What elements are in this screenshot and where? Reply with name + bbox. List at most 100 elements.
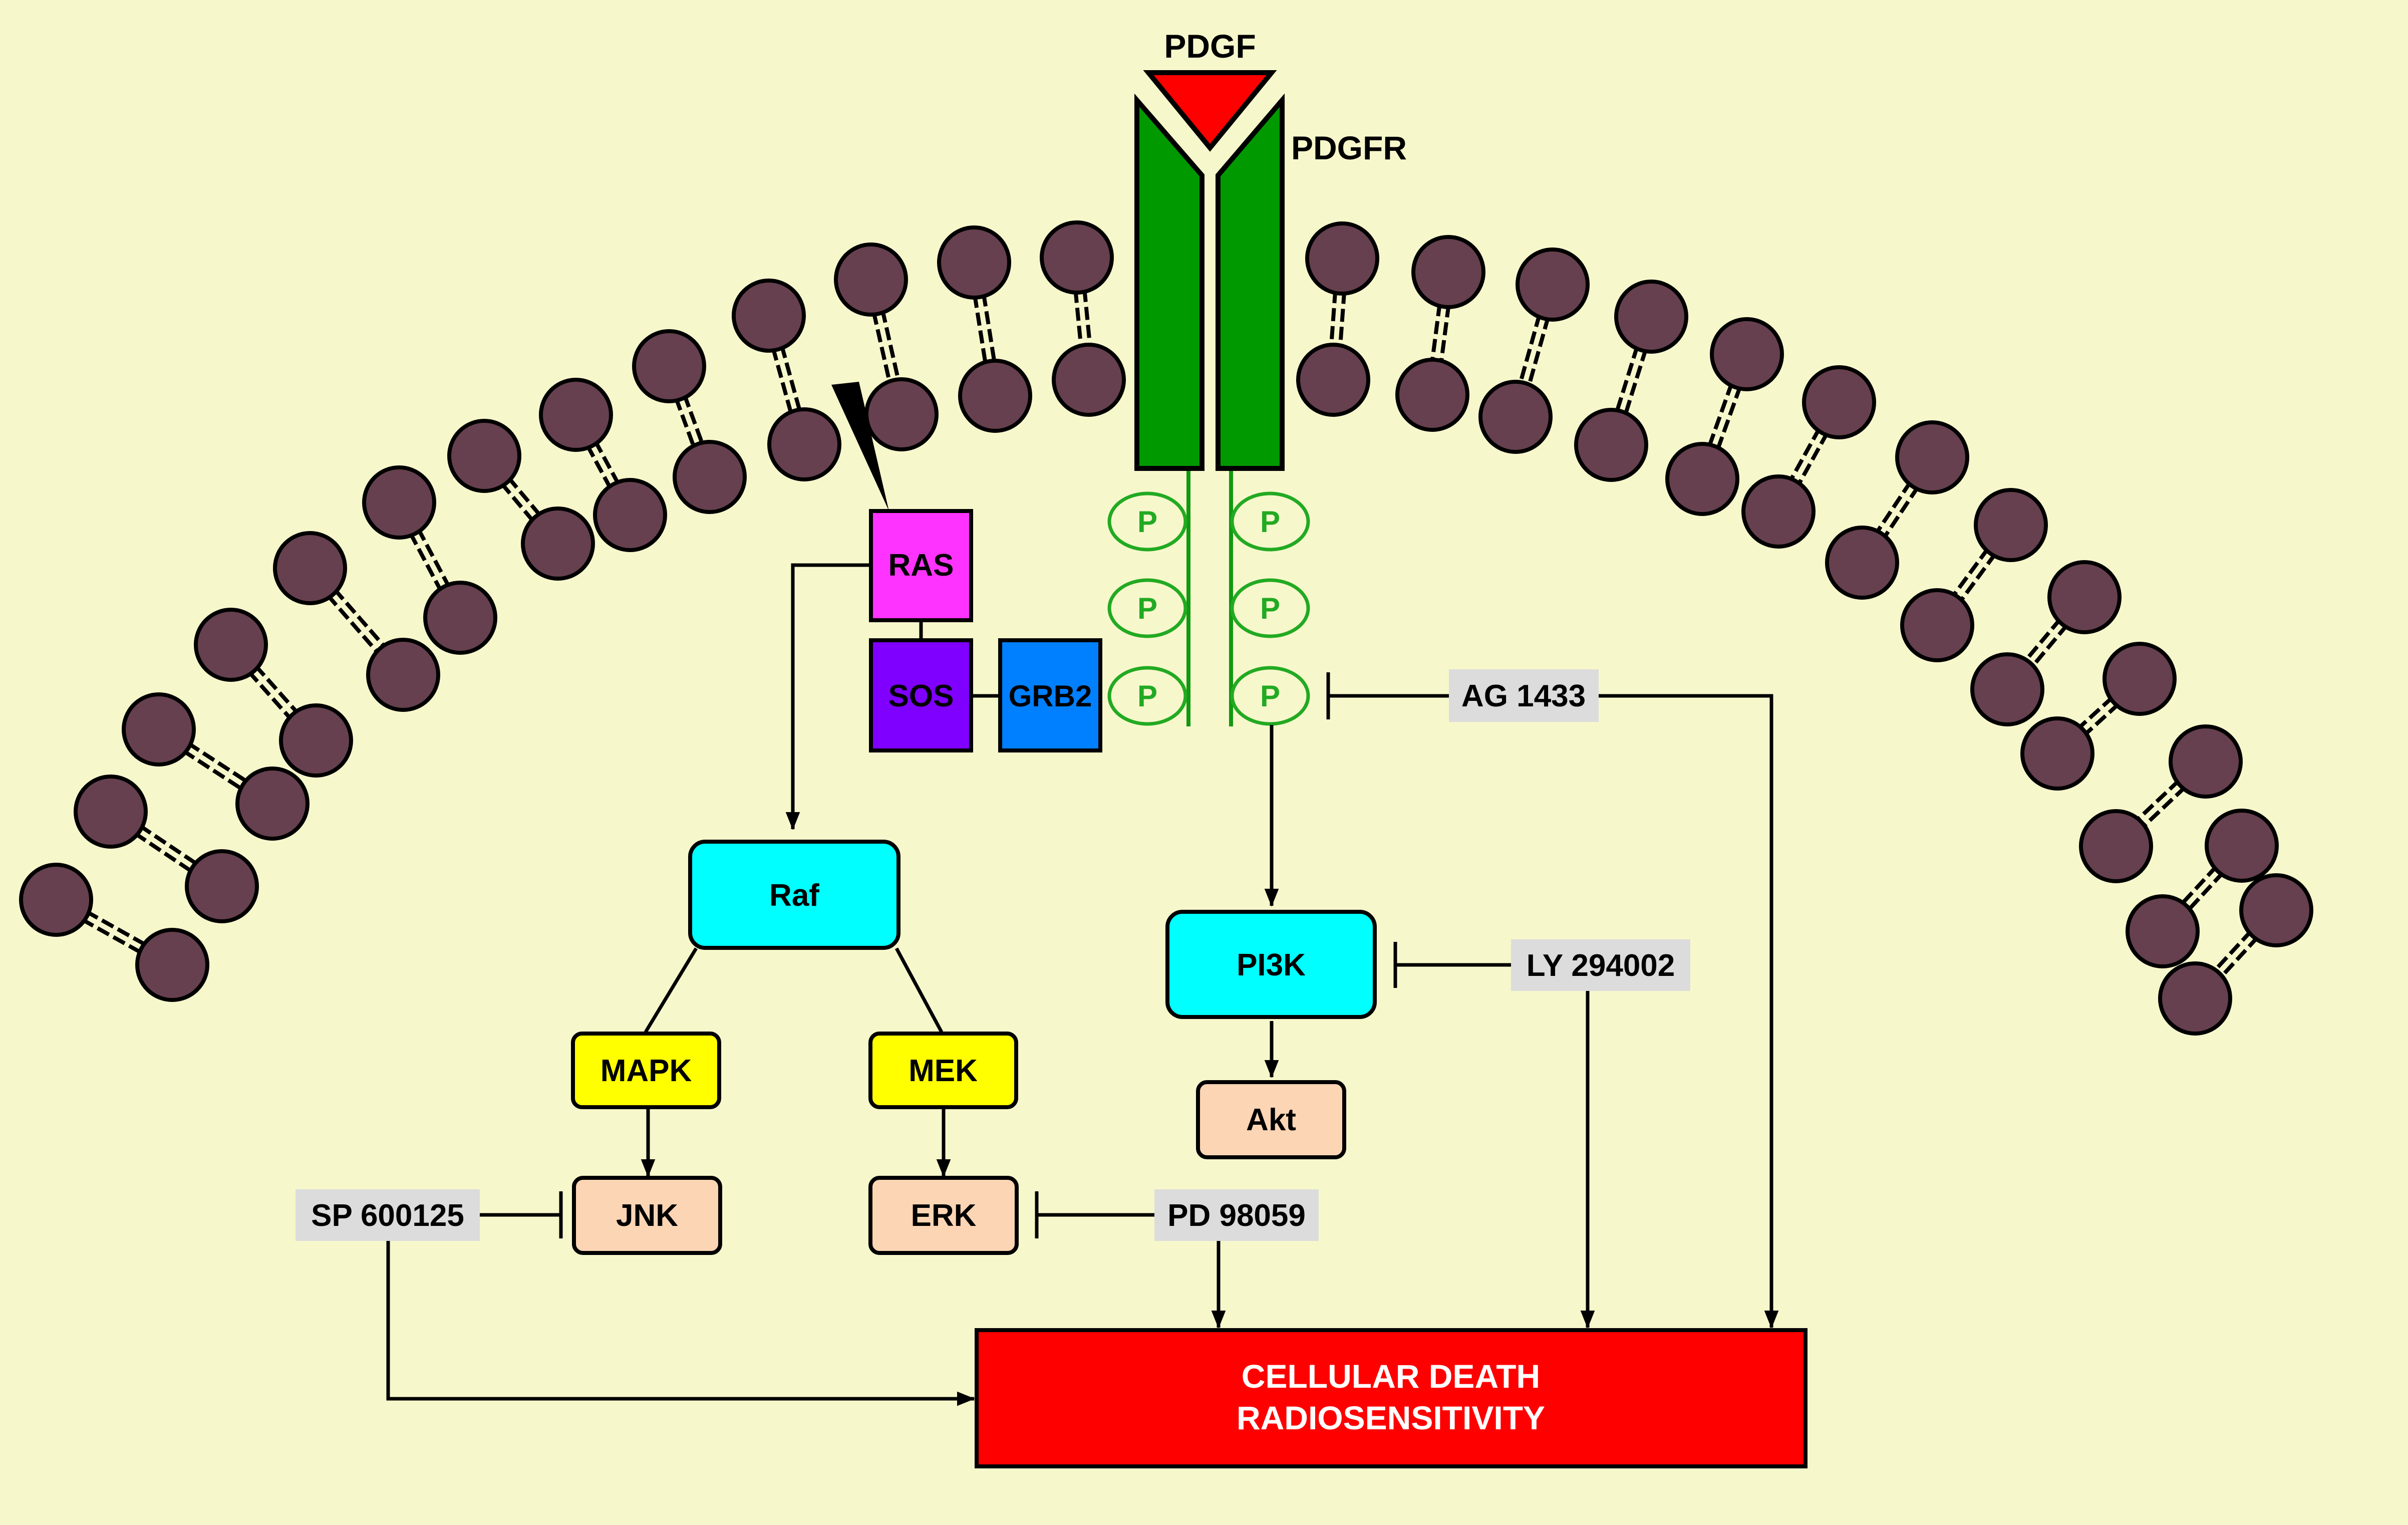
lipid-tail bbox=[133, 831, 194, 874]
lipid-head-icon bbox=[2205, 809, 2279, 883]
lipid-head-icon bbox=[2079, 809, 2153, 883]
phosphate-label: P bbox=[1137, 679, 1157, 713]
lipid-tail bbox=[1707, 382, 1734, 448]
lipid-head-icon bbox=[834, 242, 908, 317]
phosphate-label: P bbox=[1137, 505, 1157, 539]
lipid-head-icon bbox=[279, 703, 353, 778]
phospholipid bbox=[1900, 488, 2048, 662]
lipid-head-icon bbox=[74, 775, 148, 849]
ag1433-to-death-arrow bbox=[1599, 694, 1779, 1329]
pdgf-ligand bbox=[1143, 70, 1277, 152]
lipid-tail bbox=[1623, 348, 1648, 416]
lipid-tail bbox=[182, 749, 244, 792]
receptor-right-chain bbox=[1216, 93, 1285, 471]
lipid-tail bbox=[682, 394, 705, 446]
lipid-head-icon bbox=[539, 378, 613, 452]
lipid-head-icon bbox=[1411, 235, 1485, 309]
node-erk: ERK bbox=[868, 1176, 1019, 1255]
lipid-tail bbox=[247, 670, 293, 721]
lipid-tail bbox=[326, 594, 381, 655]
lipid-tail bbox=[1715, 385, 1742, 451]
lipid-tail bbox=[2029, 623, 2069, 669]
node-raf: Raf bbox=[688, 840, 900, 950]
lipid-head-icon bbox=[732, 279, 806, 353]
lipid-tail bbox=[973, 294, 988, 365]
node-mapk: MAPK bbox=[571, 1032, 721, 1109]
lipid-bilayer bbox=[19, 220, 2313, 1036]
phospholipid bbox=[1040, 220, 1126, 417]
lipid-tail bbox=[416, 528, 451, 589]
lipid-tail bbox=[779, 345, 802, 413]
lipid-tail bbox=[1527, 316, 1551, 388]
lipid-head-icon bbox=[673, 440, 747, 514]
jnk-label: JNK bbox=[616, 1198, 678, 1233]
phosphate-label: P bbox=[1260, 505, 1280, 539]
lipid-tail bbox=[500, 482, 536, 524]
phospholipid bbox=[1665, 317, 1784, 516]
lipid-head-icon bbox=[273, 531, 347, 605]
lipid-tail bbox=[2023, 617, 2062, 663]
lipid-tail bbox=[187, 741, 249, 784]
phospholipid bbox=[273, 531, 440, 712]
lipid-tail bbox=[2082, 702, 2121, 737]
inhibitor-ly294002: LY 294002 bbox=[1511, 939, 1690, 991]
inhibitor-pd98059: PD 98059 bbox=[1154, 1189, 1319, 1241]
node-sos: SOS bbox=[869, 638, 973, 752]
phospholipid bbox=[1741, 365, 1876, 549]
lipid-head-icon bbox=[2239, 873, 2313, 947]
node-pi3k: PI3K bbox=[1165, 910, 1377, 1019]
lipid-tail bbox=[81, 917, 143, 955]
lipid-tail bbox=[1958, 552, 1997, 604]
lipid-tail bbox=[2186, 871, 2225, 912]
lipid-head-icon bbox=[1516, 247, 1590, 322]
lipid-tail bbox=[674, 397, 697, 449]
arrows bbox=[386, 563, 1779, 1406]
lipid-tail bbox=[1430, 303, 1442, 363]
lipid-head-icon bbox=[1614, 280, 1688, 354]
ly294002-label: LY 294002 bbox=[1527, 948, 1675, 983]
lipid-head-icon bbox=[937, 225, 1011, 300]
lipid-head-icon bbox=[185, 849, 259, 923]
lipid-tail bbox=[1073, 290, 1083, 349]
lipid-tail bbox=[254, 664, 300, 715]
pdgf-receptor: PDGF PDGFR bbox=[1134, 28, 1407, 726]
raf-label: Raf bbox=[769, 878, 819, 913]
lipid-head-icon bbox=[2047, 560, 2122, 634]
lipid-head-icon bbox=[1040, 220, 1114, 295]
phosphate-icon bbox=[1107, 578, 1187, 638]
lipid-head-icon bbox=[1478, 380, 1553, 454]
phospholipid bbox=[2126, 809, 2279, 968]
lipid-head-icon bbox=[2102, 642, 2177, 716]
ras-label: RAS bbox=[888, 548, 954, 583]
outcome-line1: CELLULAR DEATH bbox=[1242, 1358, 1540, 1395]
outcome-box: CELLULAR DEATH RADIOSENSITIVITY bbox=[975, 1328, 1808, 1468]
phosphate-icon bbox=[1230, 491, 1310, 552]
lipid-head-icon bbox=[2169, 724, 2243, 799]
lipid-head-icon bbox=[122, 692, 196, 767]
phospholipid bbox=[362, 465, 497, 655]
phospholipid bbox=[2079, 724, 2243, 883]
connectors bbox=[480, 620, 1511, 1238]
phosphate-labels: P P P P P P bbox=[1137, 505, 1280, 713]
lipid-head-icon bbox=[1802, 365, 1876, 439]
lipid-head-icon bbox=[593, 478, 667, 552]
ras-to-raf-arrow bbox=[785, 563, 869, 830]
lipid-tail bbox=[1329, 290, 1338, 348]
phosphate-groups bbox=[1107, 491, 1310, 726]
phosphate-icon bbox=[1107, 666, 1187, 726]
lipid-head-icon bbox=[19, 863, 93, 937]
lipid-tail bbox=[585, 444, 613, 490]
lipid-head-icon bbox=[1710, 317, 1784, 391]
lipid-head-icon bbox=[1970, 652, 2044, 726]
node-ras: RAS bbox=[869, 509, 973, 622]
lipid-tail bbox=[1614, 345, 1640, 414]
lipid-head-icon bbox=[1052, 343, 1126, 417]
lipid-head-icon bbox=[362, 465, 436, 540]
lipid-tail bbox=[880, 309, 901, 383]
phospholipid bbox=[19, 863, 209, 1002]
phospholipid bbox=[122, 692, 310, 841]
lipid-tail bbox=[981, 293, 997, 364]
lipid-tail bbox=[408, 532, 443, 593]
